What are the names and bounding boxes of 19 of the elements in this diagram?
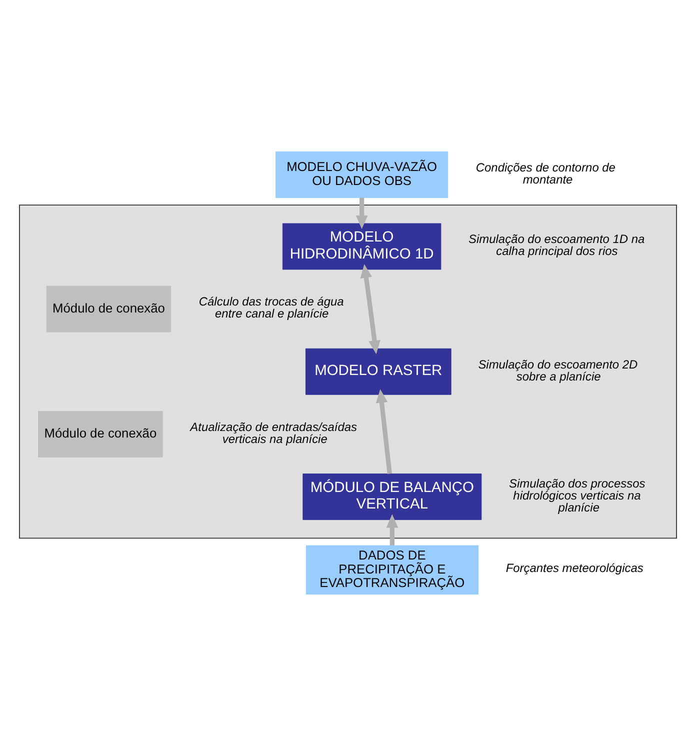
node-box: MODELO CHUVA-VAZÃO OU DADOS OBS bbox=[276, 150, 448, 198]
cluster bbox=[19, 204, 677, 538]
node-box: Módulo de conexão bbox=[46, 285, 172, 332]
node-box: Módulo de conexão bbox=[38, 410, 163, 457]
arrow bbox=[356, 197, 368, 229]
node-label: Condições de contorno de montante bbox=[476, 160, 616, 186]
arrow bbox=[386, 514, 398, 545]
node-label: Atualização de entradas/saídas verticais na planície bbox=[190, 419, 357, 446]
arrow bbox=[360, 264, 380, 354]
node-label: Cálculo das trocas de água entre canal e planície bbox=[198, 294, 344, 320]
node-box: MODELO HIDRODINÂMICO 1D bbox=[282, 222, 442, 270]
node-box: MÓDULO DE BALANÇO VERTICAL bbox=[302, 473, 482, 520]
node-box: DADOS DE PRECIPITAÇÃO E EVAPOTRANSPIRAÇÃO bbox=[306, 544, 478, 594]
arrow bbox=[376, 388, 392, 474]
node-label: Forçantes meteorológicas bbox=[506, 560, 644, 575]
node-label: Simulação dos processos hidrológicos verticais na planície bbox=[509, 476, 646, 514]
node-label: Simulação do escoamento 1D na calha principal dos rios bbox=[468, 232, 645, 258]
node-box: MODELO RASTER bbox=[305, 348, 452, 394]
node-label: Simulação do escoamento 2D sobre a planície bbox=[478, 356, 638, 383]
